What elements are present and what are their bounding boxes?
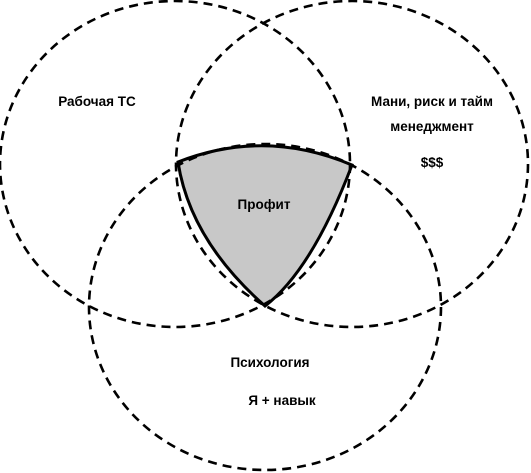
label-psychology: Психология: [230, 355, 309, 370]
profit-region: [176, 144, 354, 308]
circle-psychology: [87, 142, 443, 472]
label-profit: Профит: [238, 197, 291, 212]
label-money-risk-time-line2: менеджмент: [390, 119, 474, 134]
label-working-strategy: Рабочая ТС: [58, 94, 136, 109]
label-money-risk-time-line1: Мани, риск и тайм: [371, 94, 493, 109]
label-dollar-signs: $$$: [421, 155, 444, 170]
label-self-plus-skill: Я + навык: [248, 393, 316, 408]
circle-money-risk-management: [174, 0, 530, 329]
